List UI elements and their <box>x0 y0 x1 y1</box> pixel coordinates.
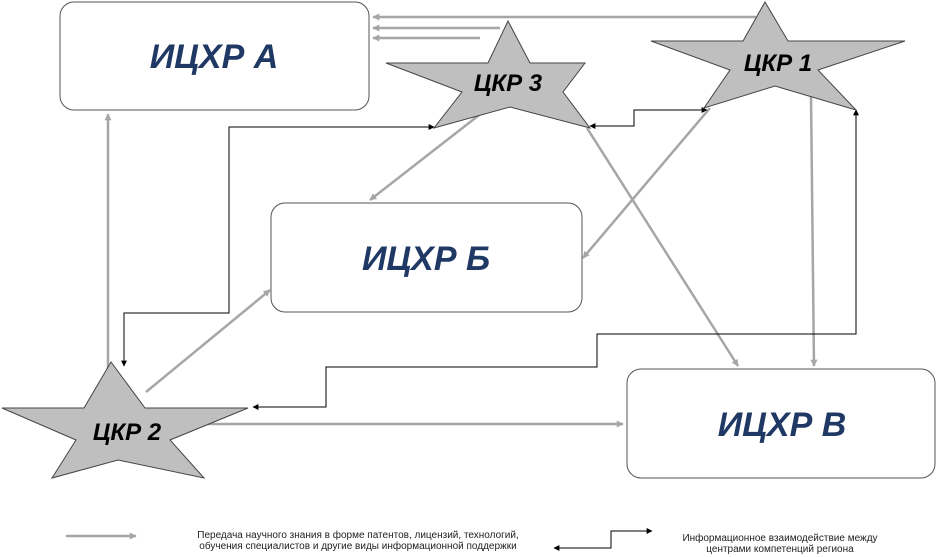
box-ichr-a-label: ИЦХР А <box>150 38 279 76</box>
arrow-ckr2-to-ichr-b <box>145 289 271 393</box>
star-ckr-2-label: ЦКР 2 <box>93 419 162 446</box>
star-ckr-1-label: ЦКР 1 <box>744 50 812 77</box>
star-ckr-1: ЦКР 1 <box>650 0 906 112</box>
box-ichr-a: ИЦХР А <box>59 1 370 111</box>
box-ichr-v: ИЦХР В <box>626 368 936 479</box>
link-ckr3-ckr1 <box>589 107 708 129</box>
link-ckr2-ckr1 <box>252 109 859 410</box>
legend-interaction-arrow <box>553 528 653 551</box>
arrow-ckr1-to-ichr-b <box>582 107 711 259</box>
legend-interaction-line2: центрами компетенций региона <box>706 544 854 555</box>
legend-transfer-line1: Передача научного знания в форме патенто… <box>197 530 519 541</box>
arrow-ckr3-to-ichr-b <box>369 111 484 201</box>
star-ckr-3: ЦКР 3 <box>385 19 592 129</box>
legend-interaction-line1: Информационное взаимодействие между <box>682 533 878 544</box>
legend-interaction-text: Информационное взаимодействие между цент… <box>662 533 898 555</box>
box-ichr-v-label: ИЦХР В <box>718 406 847 444</box>
legend-transfer-text: Передача научного знания в форме патенто… <box>160 530 556 552</box>
box-ichr-b: ИЦХР Б <box>270 202 583 313</box>
box-ichr-b-label: ИЦХР Б <box>362 240 490 278</box>
interaction-arrows <box>121 107 859 410</box>
star-ckr-2: ЦКР 2 <box>1 361 249 479</box>
star-ckr-3-label: ЦКР 3 <box>474 70 543 97</box>
arrow-ckr1-to-ichr-v <box>809 95 818 367</box>
legend-transfer-line2: обучения специалистов и другие виды инфо… <box>199 541 517 552</box>
